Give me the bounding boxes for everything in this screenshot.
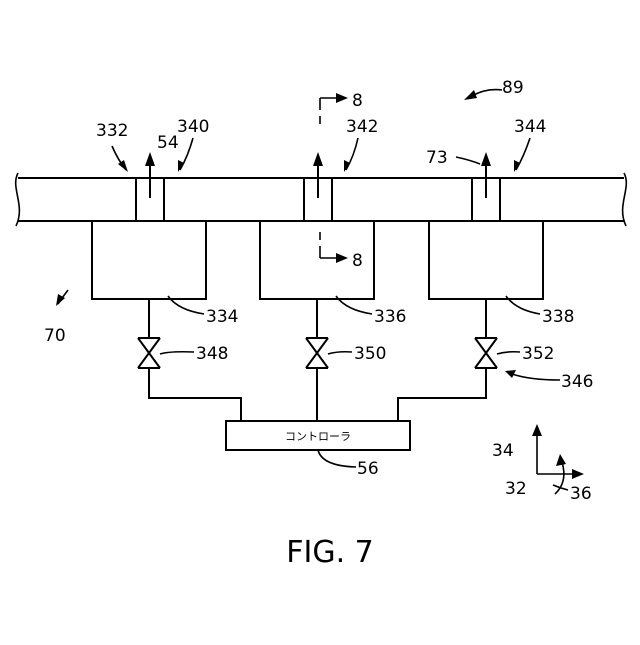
label-89: 89: [502, 78, 524, 98]
leader-arrow-icon: [178, 160, 184, 172]
valve-348-icon: [138, 338, 160, 368]
label-334: 334: [206, 307, 238, 327]
chamber-334: [92, 221, 206, 299]
label-34: 34: [492, 441, 514, 461]
duct-break-right: [623, 173, 627, 226]
label-352: 352: [522, 344, 554, 364]
label-338: 338: [542, 307, 574, 327]
duct: [16, 173, 627, 226]
duct-break-left: [16, 173, 20, 226]
label-346: 346: [561, 372, 593, 392]
leader-arrow-icon: [344, 160, 350, 172]
valve-350-icon: [306, 338, 328, 368]
valve-352-icon: [475, 338, 497, 368]
label-32: 32: [505, 479, 527, 499]
label-70: 70: [44, 326, 66, 346]
controller-label: コントローラ: [285, 430, 351, 443]
flow-arrow-icon: [481, 152, 491, 166]
label-73: 73: [426, 148, 448, 168]
leader-arrow-icon: [464, 90, 477, 100]
label-56: 56: [357, 459, 379, 479]
pipe-left: [149, 368, 241, 421]
label-348: 348: [196, 344, 228, 364]
label-36: 36: [570, 484, 592, 504]
label-8-bottom: 8: [352, 251, 363, 271]
label-332: 332: [96, 121, 128, 141]
outlet-342: [304, 166, 332, 221]
label-340: 340: [177, 117, 209, 137]
label-336: 336: [374, 307, 406, 327]
outlet-332: [136, 166, 164, 221]
flow-arrow-icon: [313, 152, 323, 166]
pipe-right: [398, 368, 486, 421]
label-54: 54: [157, 133, 179, 153]
outlet-344: [472, 166, 500, 221]
label-344: 344: [514, 117, 546, 137]
label-8-top: 8: [352, 91, 363, 111]
chamber-338: [429, 221, 543, 299]
label-342: 342: [346, 117, 378, 137]
label-350: 350: [354, 344, 386, 364]
figure-caption: FIG. 7: [286, 535, 374, 570]
flow-arrow-icon: [145, 152, 155, 166]
